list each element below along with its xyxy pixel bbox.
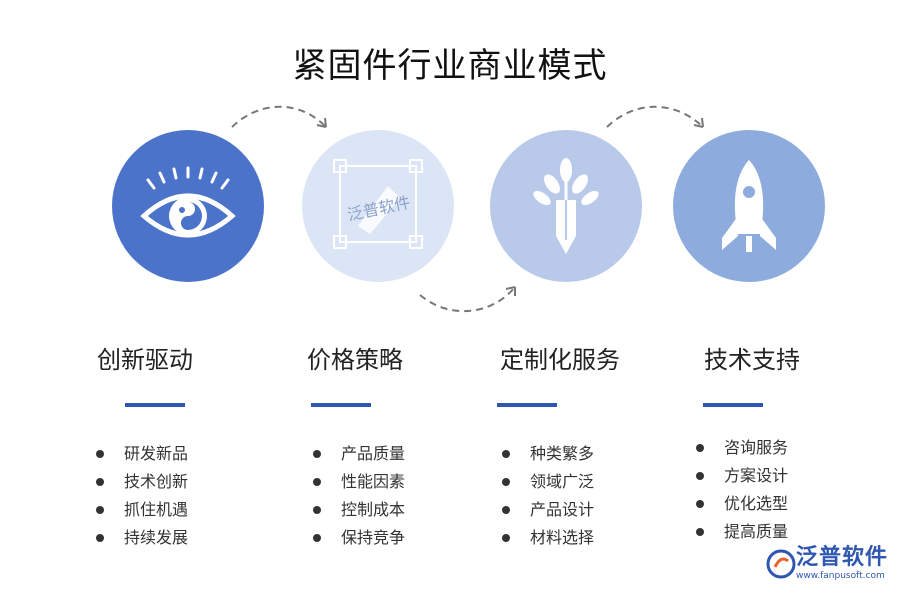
circle-tech-support <box>673 130 825 282</box>
list-item: 保持竞争 <box>313 524 405 552</box>
arrow-2-3-head <box>505 286 516 296</box>
list-item: 技术创新 <box>96 468 188 496</box>
column-underline <box>125 403 185 407</box>
list-item: 材料选择 <box>502 524 594 552</box>
list-item: 领域广泛 <box>502 468 594 496</box>
column-list-innovation: 研发新品 技术创新 抓住机遇 持续发展 <box>96 440 188 552</box>
column-title-innovation: 创新驱动 <box>97 346 193 374</box>
footer-logo: 泛普软件 www.fanpusoft.com <box>766 546 888 582</box>
column-underline <box>703 403 763 407</box>
arrow-3-4-head <box>693 117 704 128</box>
arrow-1-2 <box>231 105 327 128</box>
list-item: 产品质量 <box>313 440 405 468</box>
column-title-tech-support: 技术支持 <box>704 346 800 374</box>
list-item: 优化选型 <box>696 490 788 518</box>
circle-pricing: 泛普软件 <box>302 130 454 282</box>
list-item: 研发新品 <box>96 440 188 468</box>
list-item: 方案设计 <box>696 462 788 490</box>
pencil-leaves-icon <box>533 158 599 254</box>
footer-brand: 泛普软件 <box>795 545 888 570</box>
list-item: 提高质量 <box>696 518 788 546</box>
column-list-pricing: 产品质量 性能因素 控制成本 保持竞争 <box>313 440 405 552</box>
page-title: 紧固件行业商业模式 <box>292 46 608 86</box>
circle-innovation <box>112 130 264 282</box>
column-underline <box>311 403 371 407</box>
column-underline <box>497 403 557 407</box>
pen-tool-icon: 泛普软件 <box>333 159 423 249</box>
rocket-icon <box>722 160 776 252</box>
list-item: 咨询服务 <box>696 434 788 462</box>
list-item: 持续发展 <box>96 524 188 552</box>
column-title-customization: 定制化服务 <box>500 346 620 374</box>
column-title-pricing: 价格策略 <box>307 346 403 374</box>
footer-url: www.fanpusoft.com <box>795 571 885 581</box>
logo-icon <box>766 549 796 579</box>
arrow-3-4 <box>606 105 704 128</box>
circle-customization <box>490 130 642 282</box>
list-item: 产品设计 <box>502 496 594 524</box>
arrow-1-2-head <box>316 117 327 128</box>
list-item: 抓住机遇 <box>96 496 188 524</box>
column-list-customization: 种类繁多 领域广泛 产品设计 材料选择 <box>502 440 594 552</box>
list-item: 控制成本 <box>313 496 405 524</box>
eye-icon <box>140 166 236 238</box>
list-item: 性能因素 <box>313 468 405 496</box>
arrow-2-3 <box>419 286 516 313</box>
list-item: 种类繁多 <box>502 440 594 468</box>
column-list-tech-support: 咨询服务 方案设计 优化选型 提高质量 <box>696 434 788 546</box>
